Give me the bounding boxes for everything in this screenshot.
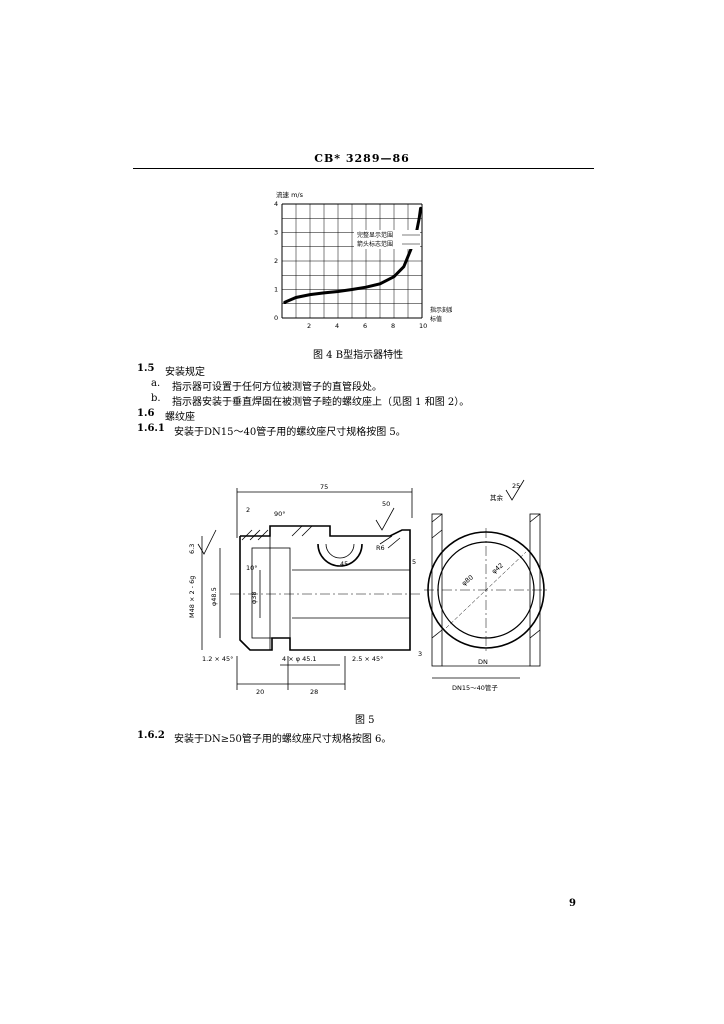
hatch [529, 629, 541, 639]
y-axis-title: 流速 m/s [276, 190, 304, 199]
page-number: 9 [569, 898, 576, 909]
groove-arc [317, 543, 363, 567]
item-a-label: a. [151, 378, 161, 389]
item-b-text: 指示器安装于垂直焊固在被测管子睦的螺纹座上（见图 1 和图 2）。 [172, 397, 470, 408]
thread-section [251, 547, 291, 639]
figure-4-chart: 流速 m/s 2 4 6 8 10 0 1 2 3 4 完整显示范围 箭头标志范围 指示刻度 标值 [274, 190, 452, 330]
x-tick-label: 4 [335, 322, 339, 330]
x-tick-label: 6 [363, 322, 367, 330]
section-1-6-number: 1.6 [137, 408, 155, 419]
dim-label-r6: R6 [376, 544, 385, 552]
item-b-label: b. [151, 393, 161, 404]
figure-4-caption: 图 4 B型指示器特性 [313, 350, 404, 361]
section-1-6-2-number: 1.6.2 [137, 730, 165, 741]
header-rule [133, 168, 594, 169]
side-label-d42: φ42 [490, 561, 505, 575]
section-1-6-title: 螺纹座 [165, 412, 195, 423]
hatch [291, 525, 303, 537]
roughness-label-left: 6.3 [188, 544, 196, 554]
dim-label-d2: φ38 [250, 591, 258, 604]
side-label-3: 3 [418, 650, 422, 658]
hatch [379, 535, 393, 545]
hatch [387, 537, 401, 549]
hatch [431, 529, 443, 539]
y-tick-label: 4 [274, 200, 278, 208]
dim-label-45: 45 [340, 560, 348, 568]
hatch [301, 525, 313, 537]
dim-label-75: 75 [320, 483, 328, 491]
y-tick-label: 0 [274, 314, 278, 322]
side-label-dn: DN [478, 658, 488, 666]
x-tick-label: 8 [391, 322, 395, 330]
dim-label-thread: M48 × 2 - 6g [188, 576, 196, 618]
legend-entry-full-range: 完整显示范围 [357, 231, 393, 239]
dim-label-20: 20 [256, 688, 264, 696]
groove-arc-inner [325, 543, 355, 559]
legend-entry-arrow-range: 箭头标志范围 [357, 240, 393, 248]
section-1-6-1-number: 1.6.1 [137, 423, 165, 434]
roughness-symbol-left [197, 529, 217, 555]
roughness-symbol-corner [505, 479, 525, 501]
dim-label-2: 2 [246, 506, 250, 514]
hatch [257, 529, 269, 541]
dim-label-90: 90° [274, 510, 286, 518]
chart-grid [281, 203, 423, 319]
dim-label-grooves: 4 × φ 45.1 [282, 655, 317, 663]
figure-5-drawing: 75 20 28 45 5 2 90° 10° 50 R6 1.2 × 45° … [188, 479, 548, 696]
roughness-symbol-top [375, 507, 395, 531]
dim-label-chamfer-left: 1.2 × 45° [202, 655, 233, 663]
hatch [529, 513, 541, 523]
x-tick-label: 2 [307, 322, 311, 330]
hatch [249, 529, 261, 541]
x-tick-label: 10 [419, 322, 427, 330]
dim-label-chamfer-right: 2.5 × 45° [352, 655, 383, 663]
y-tick-label: 2 [274, 257, 278, 265]
section-1-5-title: 安装规定 [165, 367, 205, 378]
section-1-6-1-text: 安装于DN15～40管子用的螺纹座尺寸规格按图 5。 [174, 427, 406, 438]
side-label-d80: φ80 [460, 573, 475, 587]
hatch [241, 529, 253, 541]
y-tick-label: 1 [274, 286, 278, 294]
roughness-label-corner: 25 [512, 482, 520, 490]
hatch [431, 629, 443, 639]
section-1-6-2-text: 安装于DN≥50管子用的螺纹座尺寸规格按图 6。 [174, 734, 392, 745]
dim-label-50: 50 [382, 500, 390, 508]
chart-series-line [283, 206, 423, 304]
x-axis-title-line1: 指示刻度 [430, 306, 452, 314]
section-1-5-number: 1.5 [137, 363, 155, 374]
side-label-note: DN15～40管子 [452, 683, 498, 692]
dim-label-10: 10° [246, 564, 258, 572]
dim-label-28: 28 [310, 688, 318, 696]
threaded-seat-outline [239, 525, 411, 651]
figure-5-caption: 图 5 [355, 715, 375, 726]
chart-ticks: 2 4 6 8 10 0 1 2 3 4 [274, 200, 427, 330]
diameter-line [445, 551, 527, 629]
dim-label-5: 5 [412, 558, 416, 566]
y-tick-label: 3 [274, 229, 278, 237]
dim-label-d1: φ48.5 [210, 587, 218, 606]
roughness-note: 其余 [490, 493, 504, 502]
item-a-text: 指示器可设置于任何方位被测管子的直管段处。 [172, 382, 382, 393]
hatch [431, 513, 443, 523]
x-axis-title-line2: 标值 [430, 315, 442, 323]
document-header-code: CB* 3289—86 [314, 152, 410, 165]
